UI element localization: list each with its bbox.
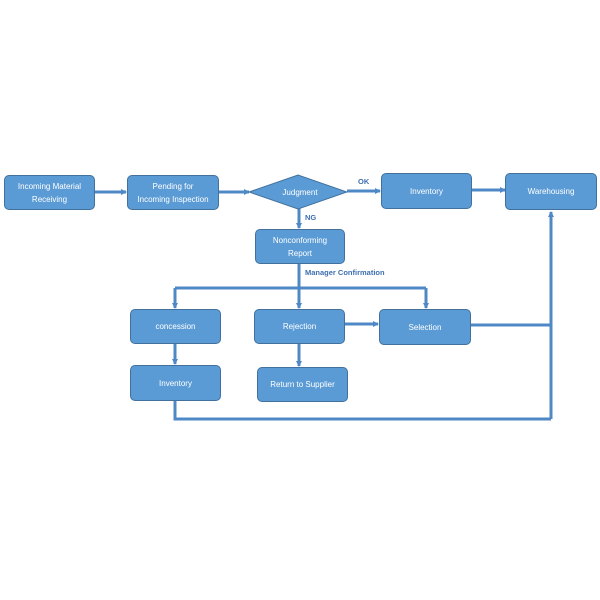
node-pending-inspection: Pending for Incoming Inspection	[127, 175, 219, 210]
node-rejection: Rejection	[254, 309, 345, 344]
edge-label-ok: OK	[358, 177, 370, 186]
node-inventory-bottom: Inventory	[130, 365, 221, 401]
edge-label-ng: NG	[305, 213, 317, 222]
edge-inventory-to-bottom	[173, 401, 551, 421]
node-judgment-diamond	[248, 174, 348, 210]
node-return-to-supplier: Return to Supplier	[257, 367, 348, 402]
node-incoming-material: Incoming Material Receiving	[4, 175, 95, 210]
node-nonconforming-report: Nonconforming Report	[255, 229, 345, 264]
node-inventory-top: Inventory	[381, 173, 472, 209]
judgment-label: Judgment	[282, 187, 318, 197]
node-concession: concession	[130, 309, 221, 344]
node-warehousing: Warehousing	[505, 173, 597, 210]
edge-label-manager-confirmation: Manager Confirmation	[305, 268, 385, 277]
node-selection: Selection	[379, 309, 471, 345]
